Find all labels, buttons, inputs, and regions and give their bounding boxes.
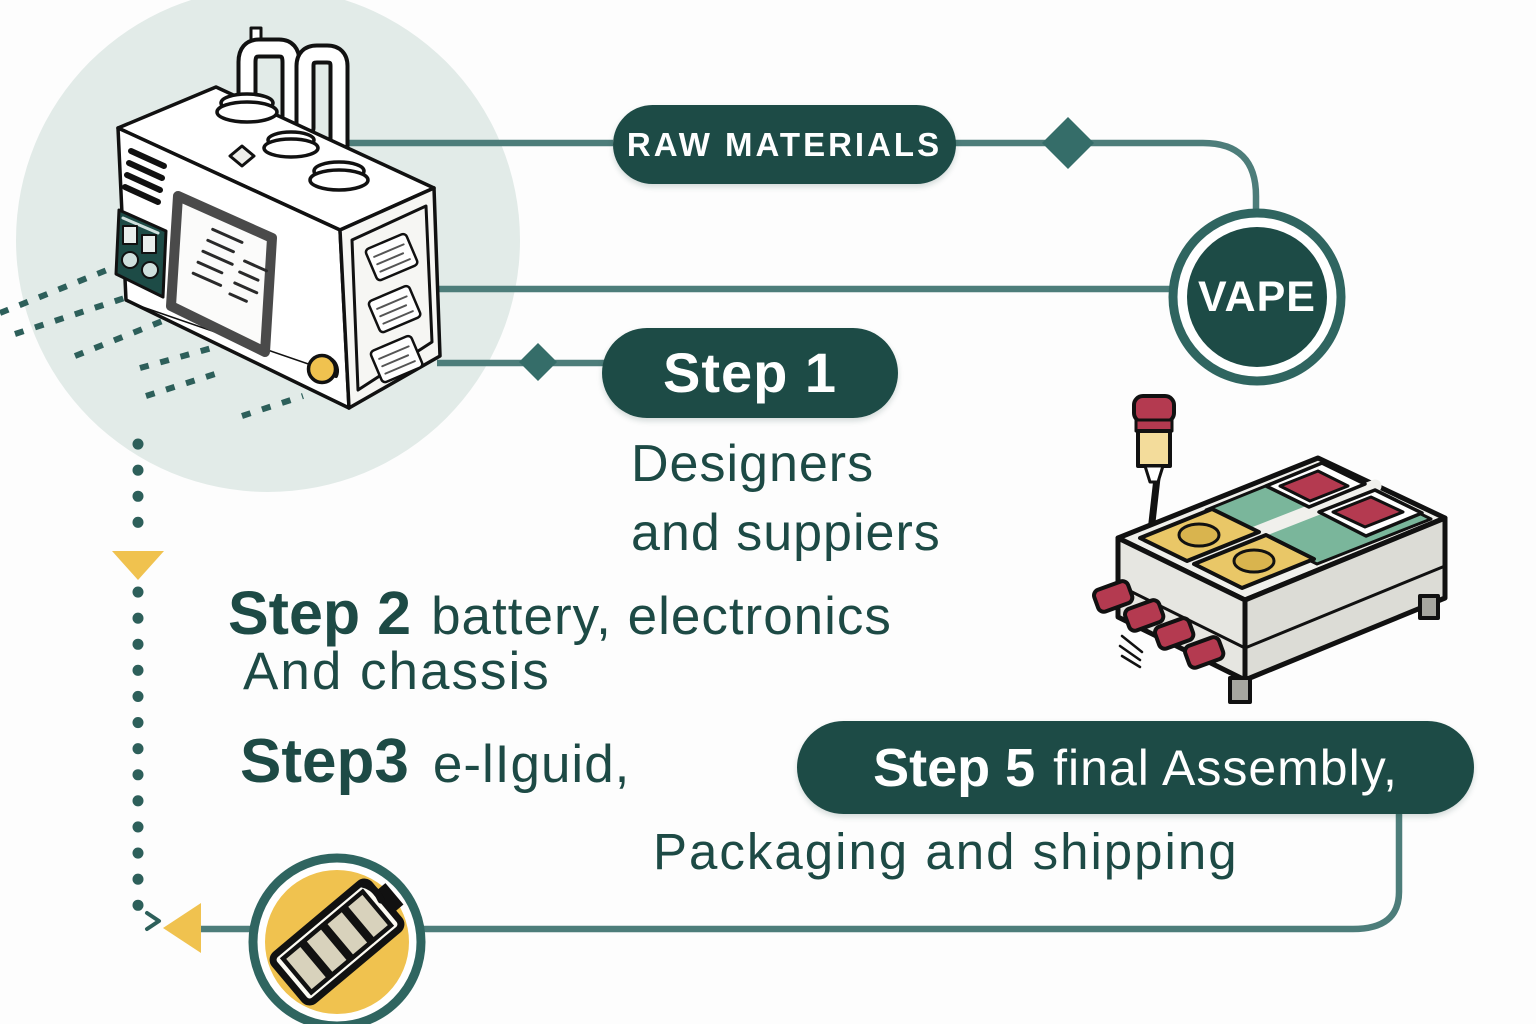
machine-vents [122, 148, 167, 205]
vape-manufacturing-machine-illustration [114, 26, 442, 410]
step5-description-line2: Packaging and shipping [653, 823, 1239, 880]
step5-badge: Step 5 final Assembly, [797, 721, 1474, 814]
step1-badge: Step 1 [602, 328, 898, 418]
yellow-arrow-down-icon [112, 551, 164, 580]
step5-badge-text: final Assembly, [1053, 739, 1398, 796]
connector-lines [197, 139, 1403, 933]
vape-badge-label: VAPE [1198, 272, 1316, 321]
dotted-flow-line [112, 438, 201, 953]
battery-shine-mark [358, 880, 385, 904]
chevron-right-icon [145, 911, 161, 931]
machine-knob [306, 353, 340, 385]
machine-side-buttons [1092, 579, 1226, 670]
diamond-node-icon [1042, 117, 1094, 169]
diamond-node-icon [519, 343, 557, 381]
scribble-marks [1118, 634, 1144, 669]
yellow-arrow-left-icon [163, 903, 201, 953]
step1-description-line2: and suppiers [631, 504, 941, 562]
step3-description: e-lIguid, [432, 735, 631, 794]
machine-control-panel [114, 208, 168, 299]
machine-pipes [236, 26, 350, 184]
battery-icon [269, 878, 405, 1006]
assembly-line-machine-illustration [1092, 394, 1448, 704]
raw-materials-label: RAW MATERIALS [626, 125, 943, 163]
pipe-flanges [215, 92, 370, 192]
step1-description: Designers and suppiers [631, 430, 941, 568]
step2-description: battery, electronics [431, 587, 892, 646]
battery-badge [248, 853, 426, 1024]
step1-badge-label: Step 1 [662, 340, 838, 404]
step3-heading: Step3 e-lIguid, [240, 726, 630, 797]
machine-screen [166, 191, 277, 357]
step2-description-line2: And chassis [243, 642, 551, 701]
machine-top-emblem [228, 144, 256, 168]
step3-badge-label: Step3 [240, 727, 409, 796]
step1-description-line1: Designers [631, 435, 875, 493]
step2-heading: Step 2 battery, electronics [228, 578, 892, 648]
step2-badge-label: Step 2 [228, 579, 412, 647]
raw-materials-node: RAW MATERIALS [613, 105, 956, 184]
step5-badge-label: Step 5 [873, 737, 1036, 798]
dashed-motion-lines [0, 263, 304, 419]
machine-side-labels [350, 204, 434, 392]
vape-circle-badge [1168, 208, 1346, 386]
